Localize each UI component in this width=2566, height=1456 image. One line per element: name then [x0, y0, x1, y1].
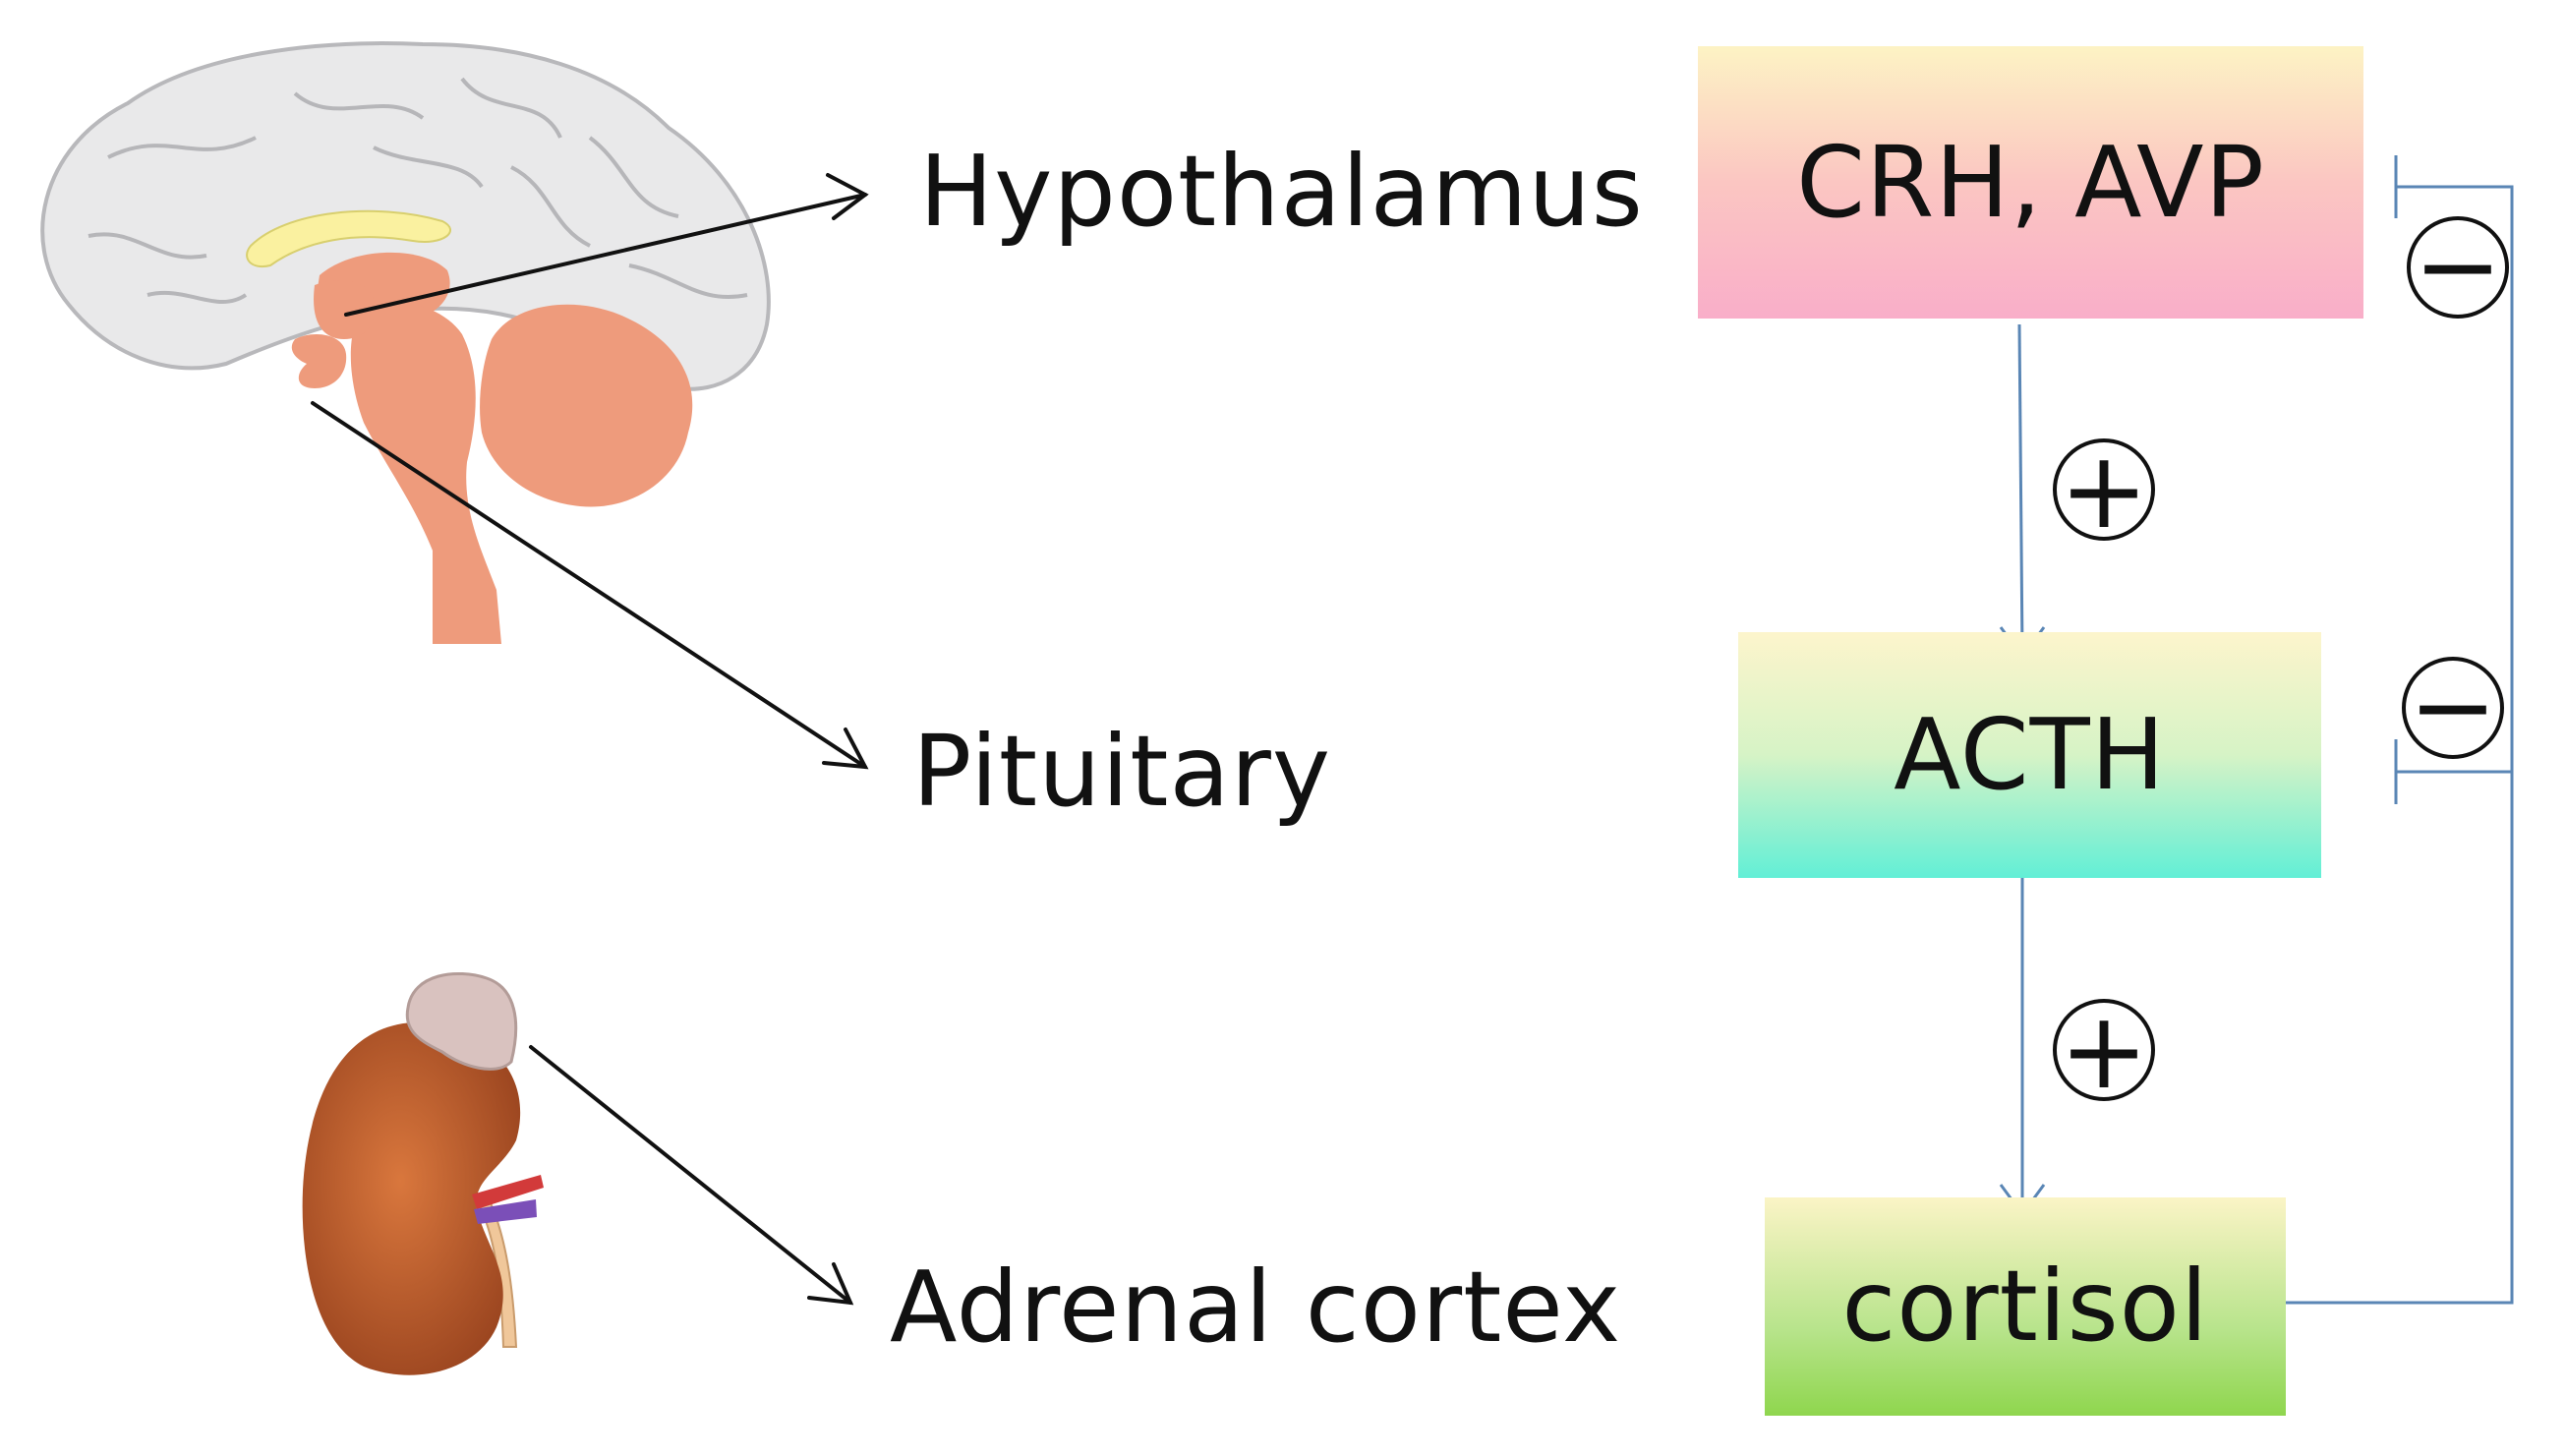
adrenal-gland	[405, 971, 518, 1071]
cerebellum	[480, 304, 693, 507]
arrow-head-hypothalamus	[826, 173, 869, 220]
arrow-to-hypothalamus	[344, 193, 867, 317]
minus-sign-2: −	[2409, 646, 2498, 769]
minus-sign-1: −	[2414, 205, 2503, 328]
kidney-illustration	[302, 971, 544, 1375]
box-crh-avp: CRH, AVP	[1698, 46, 2363, 319]
label-hypothalamus: Hypothalamus	[919, 134, 1644, 249]
arrow-head-pituitary	[822, 728, 869, 770]
label-pituitary: Pituitary	[912, 714, 1332, 829]
pointer-arrows	[311, 173, 869, 1306]
flow-crh-to-acth	[2017, 323, 2024, 655]
kidney	[302, 1022, 521, 1375]
plus-circle-2	[2053, 999, 2155, 1101]
box-crh-avp-text: CRH, AVP	[1796, 124, 2265, 240]
feedback-to-hypothalamus	[2286, 185, 2514, 1305]
box-cortisol-text: cortisol	[1841, 1249, 2209, 1364]
renal-artery	[474, 1199, 537, 1224]
brain-folds	[87, 77, 748, 305]
plus-circle-1	[2053, 438, 2155, 541]
arrow-to-adrenal	[529, 1045, 852, 1305]
plus-sign-1: +	[2060, 430, 2149, 553]
box-cortisol: cortisol	[1765, 1197, 2286, 1416]
arrow-head-adrenal	[807, 1262, 854, 1306]
sign-circles	[2053, 216, 2509, 1101]
minus-circle-2	[2402, 657, 2504, 759]
ureter	[475, 1193, 518, 1348]
brainstem	[350, 301, 501, 644]
label-adrenal-cortex: Adrenal cortex	[890, 1250, 1622, 1365]
brain-illustration	[40, 41, 771, 644]
hypothalamus-region	[314, 280, 375, 339]
renal-vein	[472, 1175, 544, 1209]
box-acth: ACTH	[1738, 632, 2321, 878]
box-acth-text: ACTH	[1894, 697, 2166, 812]
corpus-callosum	[246, 209, 451, 268]
plus-sign-2: +	[2060, 990, 2149, 1113]
arrow-to-pituitary	[311, 401, 867, 769]
pituitary-gland	[291, 334, 347, 388]
minus-circle-1	[2407, 216, 2509, 319]
